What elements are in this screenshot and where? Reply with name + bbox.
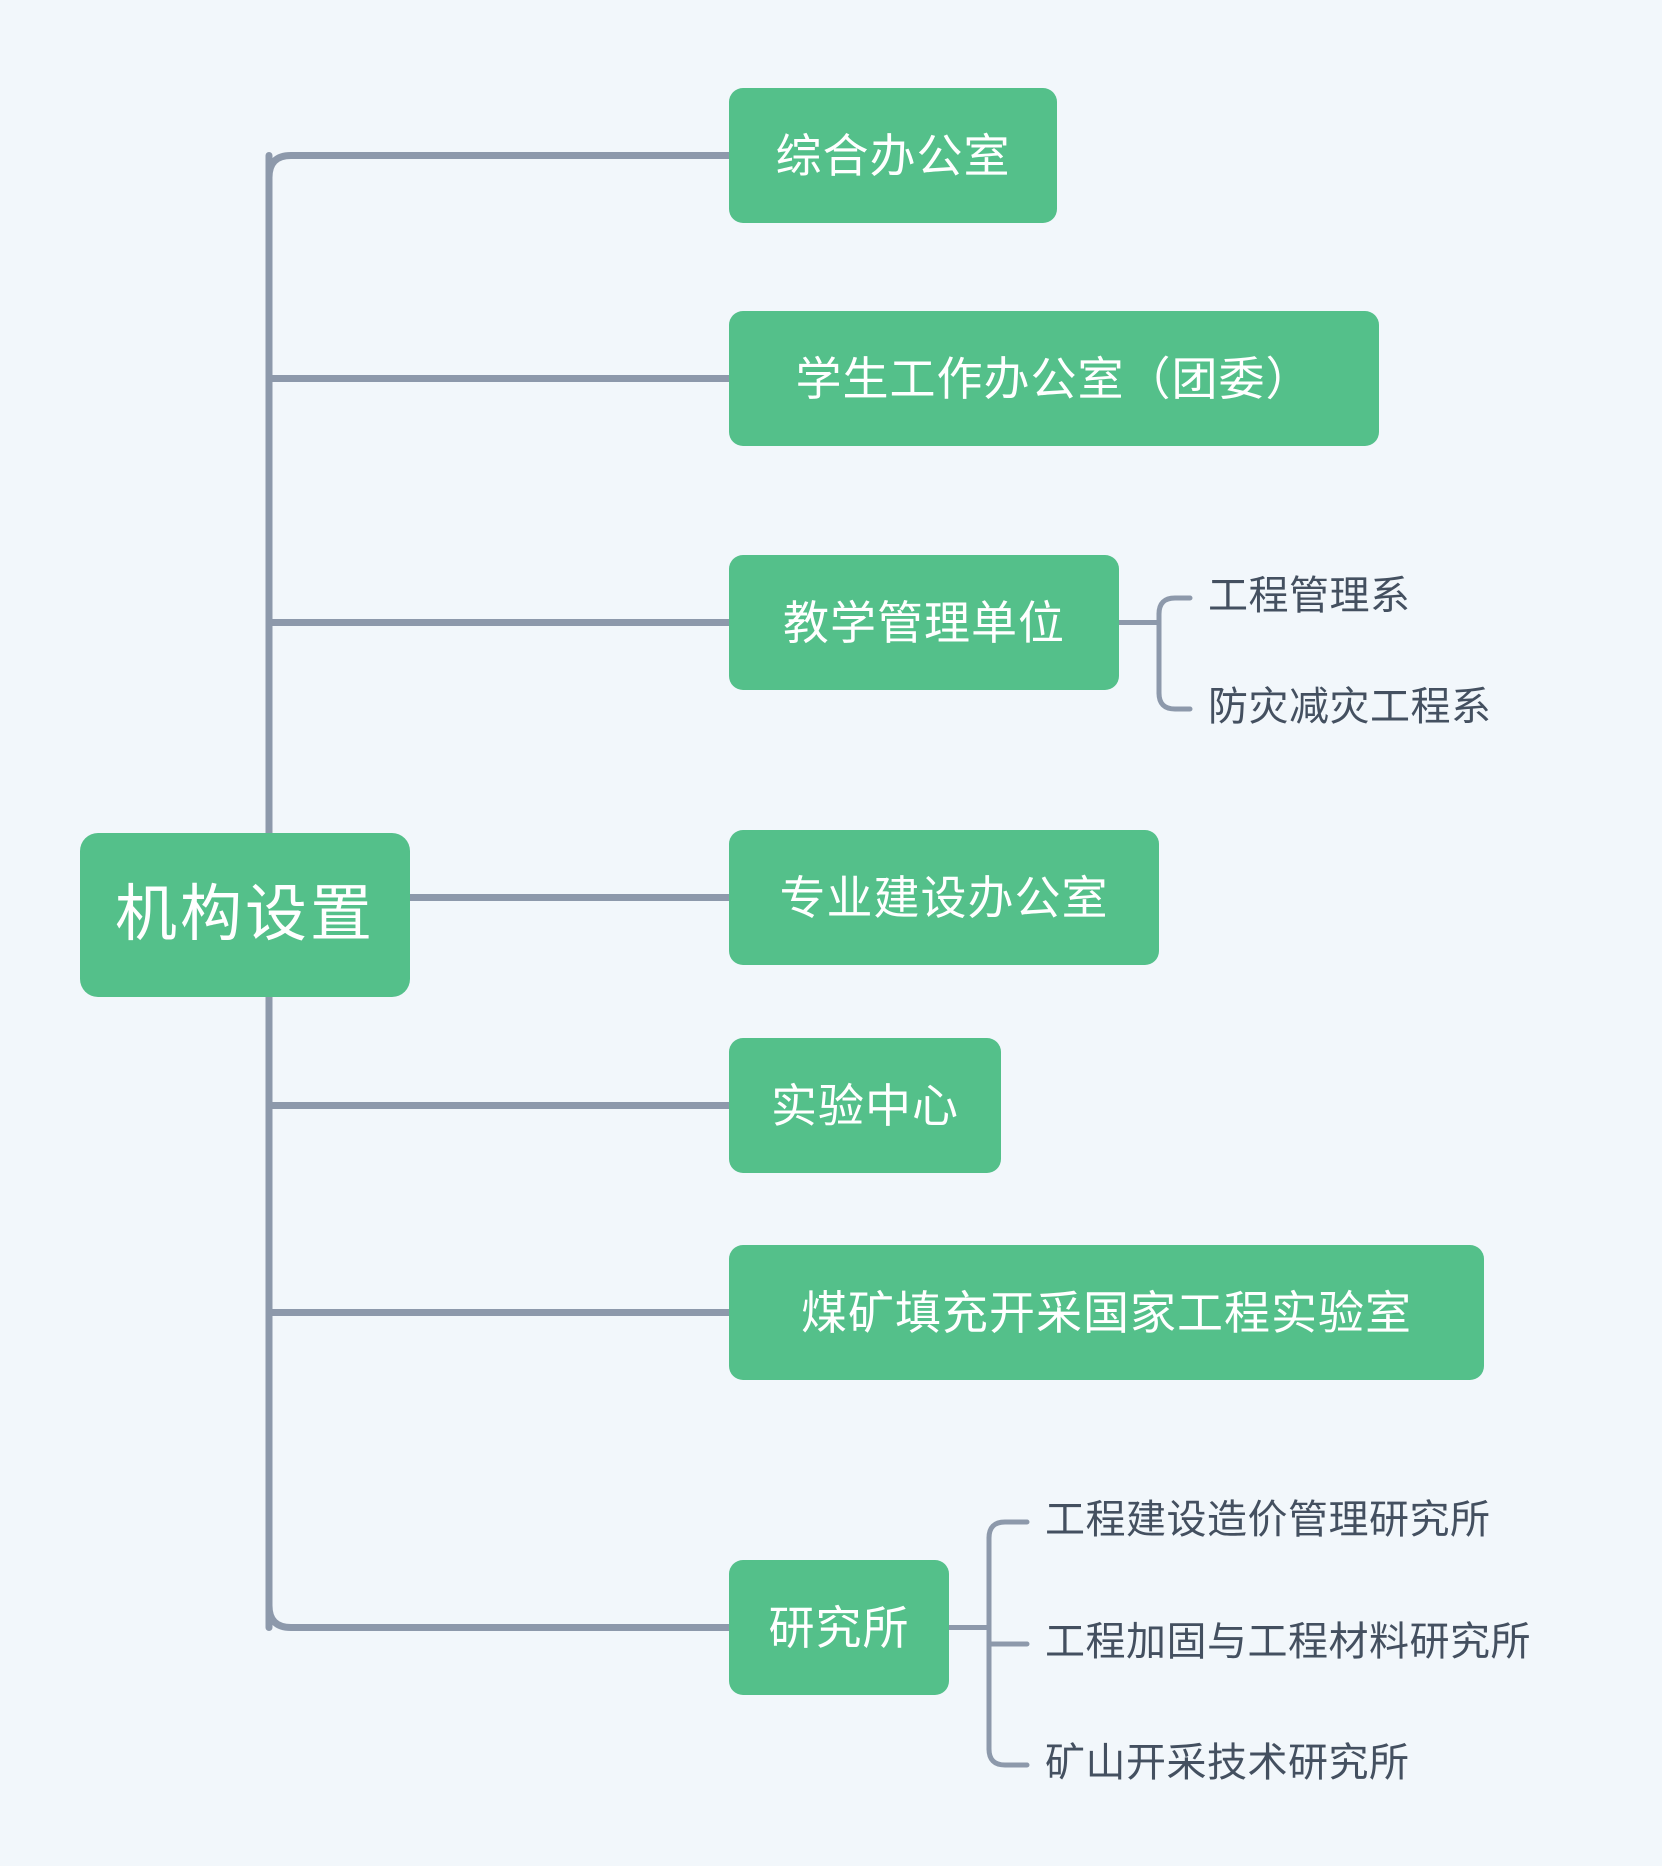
branch-node-6-label: 研究所 xyxy=(768,1601,910,1654)
branch-node-5-label: 煤矿填充开采国家工程实验室 xyxy=(801,1286,1412,1339)
branch-node-2-label: 教学管理单位 xyxy=(783,596,1065,649)
branch-node-3-label: 专业建设办公室 xyxy=(779,871,1109,924)
branch-node-1-label: 学生工作办公室（团委） xyxy=(795,352,1313,405)
branch-node-1[interactable]: 学生工作办公室（团委） xyxy=(729,311,1379,446)
connector-line xyxy=(986,1519,1030,1541)
connector-line xyxy=(1156,690,1193,712)
connector-line xyxy=(265,152,733,181)
connector-line xyxy=(1156,595,1193,617)
branch-node-6[interactable]: 研究所 xyxy=(729,1560,949,1695)
leaf-node-2-0[interactable]: 工程管理系 xyxy=(1208,574,1411,618)
leaf-node-6-0[interactable]: 工程建设造价管理研究所 xyxy=(1045,1498,1491,1542)
connector-line xyxy=(265,1602,733,1631)
branch-node-4-label: 实验中心 xyxy=(771,1079,959,1132)
root-node[interactable]: 机构设置 xyxy=(80,833,410,997)
branch-node-0-label: 综合办公室 xyxy=(775,129,1011,182)
root-node-label: 机构设置 xyxy=(114,880,375,949)
branch-node-4[interactable]: 实验中心 xyxy=(729,1038,1001,1173)
branch-node-5[interactable]: 煤矿填充开采国家工程实验室 xyxy=(729,1245,1484,1380)
leaf-node-6-2[interactable]: 矿山开采技术研究所 xyxy=(1045,1741,1410,1785)
leaf-node-2-1[interactable]: 防灾减灾工程系 xyxy=(1208,685,1492,729)
branch-node-3[interactable]: 专业建设办公室 xyxy=(729,830,1159,965)
leaf-node-6-1[interactable]: 工程加固与工程材料研究所 xyxy=(1045,1620,1531,1664)
branch-node-0[interactable]: 综合办公室 xyxy=(729,88,1057,223)
branch-node-2[interactable]: 教学管理单位 xyxy=(729,555,1119,690)
connector-line xyxy=(986,1746,1030,1768)
